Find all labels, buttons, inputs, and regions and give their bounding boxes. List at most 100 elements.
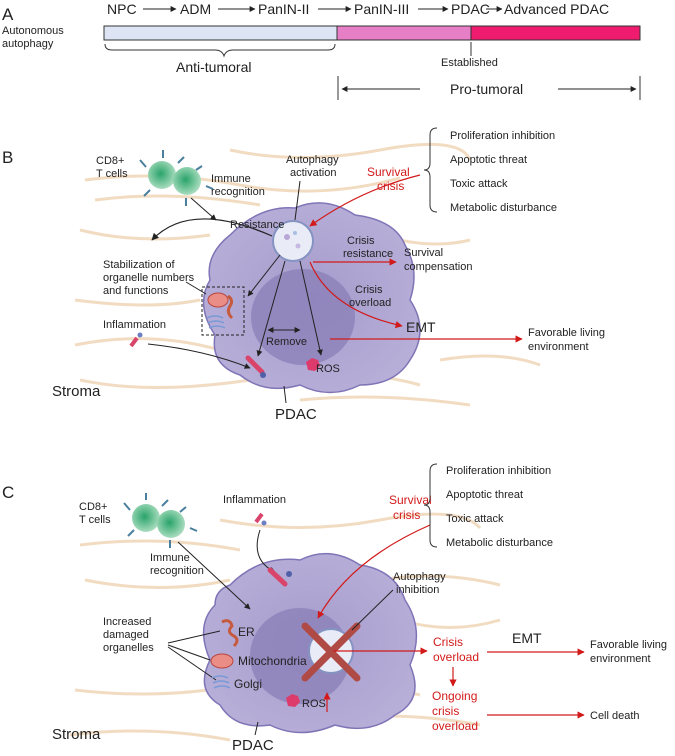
- cell-death-label: Cell death: [590, 710, 640, 722]
- t-cell: [173, 167, 201, 195]
- crisis-overload-arrow: [309, 261, 403, 329]
- ros-icon: [306, 358, 320, 371]
- panel-b: B: [2, 127, 605, 423]
- inflammation-molecule-tip: [261, 520, 267, 526]
- inflammatory-factor: [267, 567, 288, 587]
- pro-tumoral-bar: [470, 25, 641, 41]
- cd8-label-1: CD8+: [96, 155, 124, 167]
- crisis-item-metabolic: Metabolic disturbance: [450, 202, 557, 214]
- remove-label: Remove: [266, 336, 307, 348]
- cd8-label-1: CD8+: [79, 501, 107, 513]
- t-cell: [148, 161, 176, 189]
- survival-crisis-2: crisis: [393, 508, 420, 522]
- crisis-item-proliferation: Proliferation inhibition: [446, 465, 551, 477]
- stage-panin-ii: PanIN-II: [258, 1, 309, 17]
- mitochondria-icon: [207, 292, 229, 308]
- pro-tumoral-label: Pro-tumoral: [450, 81, 523, 97]
- transition-bar: [336, 25, 472, 41]
- autophagy-to-ros: [299, 260, 323, 356]
- nucleus: [251, 269, 355, 365]
- damaged-pointer-mito: [167, 644, 211, 661]
- favorable-env-2: environment: [590, 653, 651, 665]
- immune-label-2: recognition: [150, 565, 204, 577]
- crisis-overload-1: Crisis: [433, 635, 463, 649]
- crisis-item-metabolic: Metabolic disturbance: [446, 537, 553, 549]
- autophagosome-cargo: [295, 243, 301, 249]
- inflammatory-factor: [245, 355, 265, 375]
- cd8-label-2: T cells: [79, 514, 111, 526]
- crisis-overload-2: overload: [433, 650, 479, 664]
- stage-adm: ADM: [180, 1, 211, 17]
- pdac-label: PDAC: [275, 406, 317, 423]
- panel-c-label: C: [2, 483, 14, 502]
- mitochondria-icon: [210, 653, 234, 669]
- resistance-arc: [151, 218, 273, 241]
- crisis-item-toxic: Toxic attack: [446, 513, 504, 525]
- favorable-env-2: environment: [528, 341, 589, 353]
- stabilization-1: Stabilization of: [103, 259, 175, 271]
- t-cells-b: [139, 150, 214, 206]
- anti-tumoral-brace: [104, 43, 336, 58]
- resistance-label: Resistance: [230, 219, 284, 231]
- inhibition-cross: [301, 622, 361, 682]
- panel-a: A Autonomous autophagy NPC ADM PanIN-II …: [2, 1, 641, 100]
- ongoing-label-1: Ongoing: [432, 689, 477, 703]
- survival-crisis-1: Survival: [367, 165, 410, 179]
- favorable-env-1: Favorable living: [528, 327, 605, 339]
- survival-crisis-1: Survival: [389, 493, 432, 507]
- ros-icon: [286, 694, 300, 707]
- pdac-label: PDAC: [232, 737, 274, 754]
- survival-compensation-1: Survival: [404, 247, 443, 259]
- er-icon: [226, 294, 234, 320]
- stage-pdac: PDAC: [451, 1, 490, 17]
- damaged-pointer-er: [167, 630, 221, 644]
- golgi-label: Golgi: [234, 677, 262, 691]
- inflammation-label: Inflammation: [223, 494, 286, 506]
- survival-compensation-2: compensation: [404, 261, 473, 273]
- favorable-env-1: Favorable living: [590, 639, 667, 651]
- damaged-label-3: organelles: [103, 642, 154, 654]
- ros-label: ROS: [302, 698, 326, 710]
- t-cell: [157, 510, 185, 538]
- stabilization-2: organelle numbers: [103, 272, 195, 284]
- stage-advanced-pdac: Advanced PDAC: [504, 1, 609, 17]
- crisis-resistance-1: Crisis: [347, 235, 375, 247]
- autophagosome-cargo: [284, 234, 290, 240]
- stabilization-3: and functions: [103, 285, 169, 297]
- crisis-list-brace: [423, 463, 438, 548]
- crisis-item-proliferation: Proliferation inhibition: [450, 130, 555, 142]
- crisis-list-brace: [423, 127, 438, 213]
- crisis-overload-2: overload: [349, 297, 391, 309]
- cd8-label-2: T cells: [96, 168, 128, 180]
- golgi-icon: [206, 315, 226, 329]
- er-icon: [221, 619, 239, 648]
- panel-c: C CD8+ T cells Immune re: [2, 463, 667, 754]
- ros-label: ROS: [316, 363, 340, 375]
- organelle-box: [201, 286, 245, 336]
- crisis-item-toxic: Toxic attack: [450, 178, 508, 190]
- stroma-label: Stroma: [52, 383, 101, 400]
- stroma-label: Stroma: [52, 726, 101, 743]
- pdac-pointer: [283, 385, 287, 404]
- crisis-item-apoptotic: Apoptotic threat: [446, 489, 523, 501]
- survival-crisis-arrow: [317, 524, 431, 619]
- inflammation-molecule: [129, 336, 139, 348]
- stage-npc: NPC: [107, 1, 137, 17]
- autophagy-to-inflammation: [256, 260, 286, 357]
- ongoing-label-3: overload: [432, 719, 478, 733]
- autophagosome-cargo: [293, 231, 297, 235]
- survival-crisis-arrow: [309, 174, 421, 227]
- panel-a-label: A: [2, 5, 14, 24]
- survival-crisis-2: crisis: [377, 179, 404, 193]
- t-cell: [132, 504, 160, 532]
- immune-label-1: Immune: [150, 552, 190, 564]
- autophagy-inhibition-1: Autophagy: [393, 571, 446, 583]
- emt-label: EMT: [512, 630, 542, 646]
- inflammation-label: Inflammation: [103, 319, 166, 331]
- stage-panin-iii: PanIN-III: [354, 1, 409, 17]
- immune-arrow: [190, 197, 217, 221]
- damaged-label-1: Increased: [103, 616, 151, 628]
- anti-tumoral-bar: [103, 25, 338, 41]
- inflammation-molecule: [254, 512, 264, 524]
- ongoing-label-2: crisis: [432, 704, 459, 718]
